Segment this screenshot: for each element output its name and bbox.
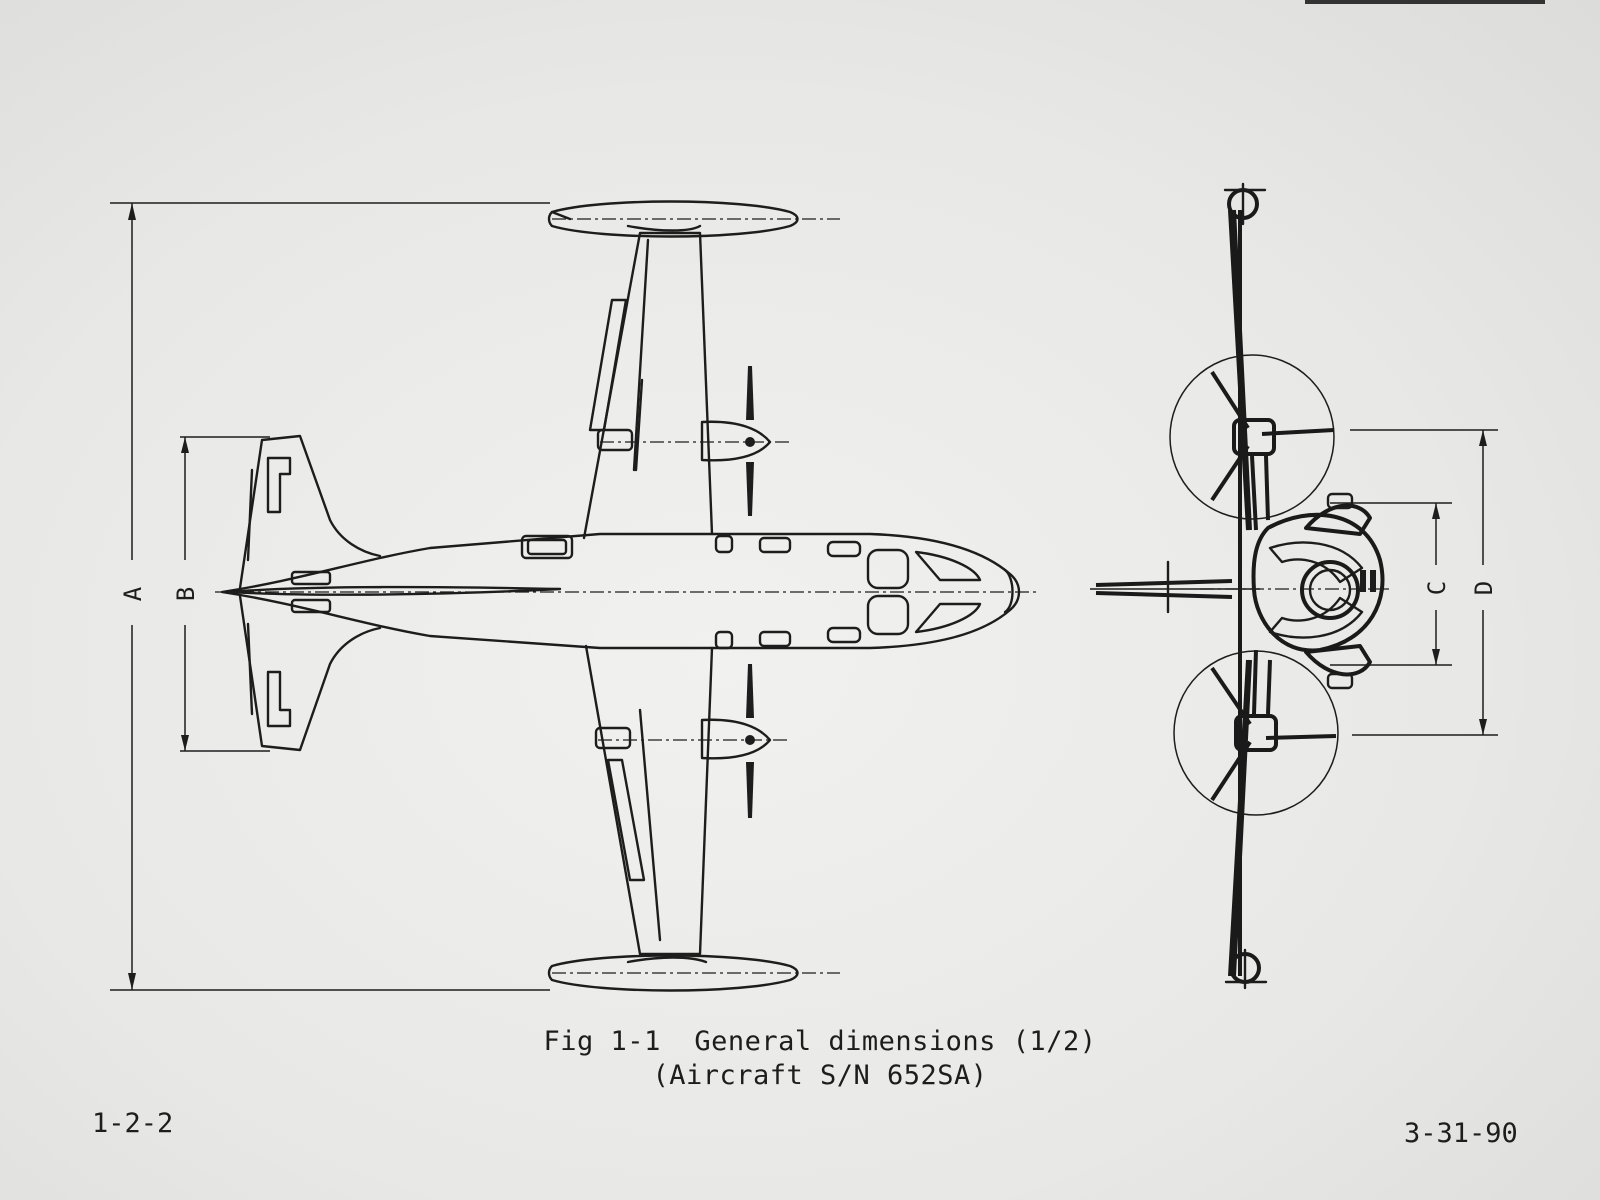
dim-a-label: A bbox=[119, 586, 147, 601]
upper-prop-disc bbox=[1169, 354, 1335, 520]
figure-subcaption: (Aircraft S/N 652SA) bbox=[652, 1060, 988, 1091]
upper-wing bbox=[582, 231, 714, 540]
nose-cone bbox=[1003, 568, 1014, 614]
revision-date: 3-31-90 bbox=[1404, 1118, 1518, 1149]
dimension-c: C bbox=[1330, 502, 1452, 666]
lower-wing bbox=[584, 644, 714, 956]
figure-caption: Fig 1-1 General dimensions (1/2) bbox=[543, 1026, 1097, 1057]
front-view: C D bbox=[1090, 182, 1498, 990]
top-view: A B bbox=[110, 200, 1040, 992]
lower-tip-tank bbox=[547, 954, 799, 992]
dimension-b: B bbox=[172, 436, 270, 752]
lower-engine bbox=[594, 664, 790, 818]
page-number: 1-2-2 bbox=[92, 1108, 174, 1139]
upper-tip-tank bbox=[547, 200, 799, 238]
dim-c-label: C bbox=[1423, 581, 1451, 595]
dimension-d: D bbox=[1350, 429, 1498, 736]
horizontal-tail bbox=[238, 434, 382, 590]
dim-d-label: D bbox=[1470, 581, 1498, 595]
upper-engine bbox=[596, 366, 790, 516]
dim-b-label: B bbox=[172, 587, 200, 601]
paper-edge bbox=[1305, 0, 1545, 4]
dimension-a: A bbox=[110, 202, 550, 991]
cockpit-windows bbox=[520, 534, 982, 650]
fuselage-front bbox=[1251, 492, 1385, 690]
front-tail-fin bbox=[1095, 579, 1233, 599]
